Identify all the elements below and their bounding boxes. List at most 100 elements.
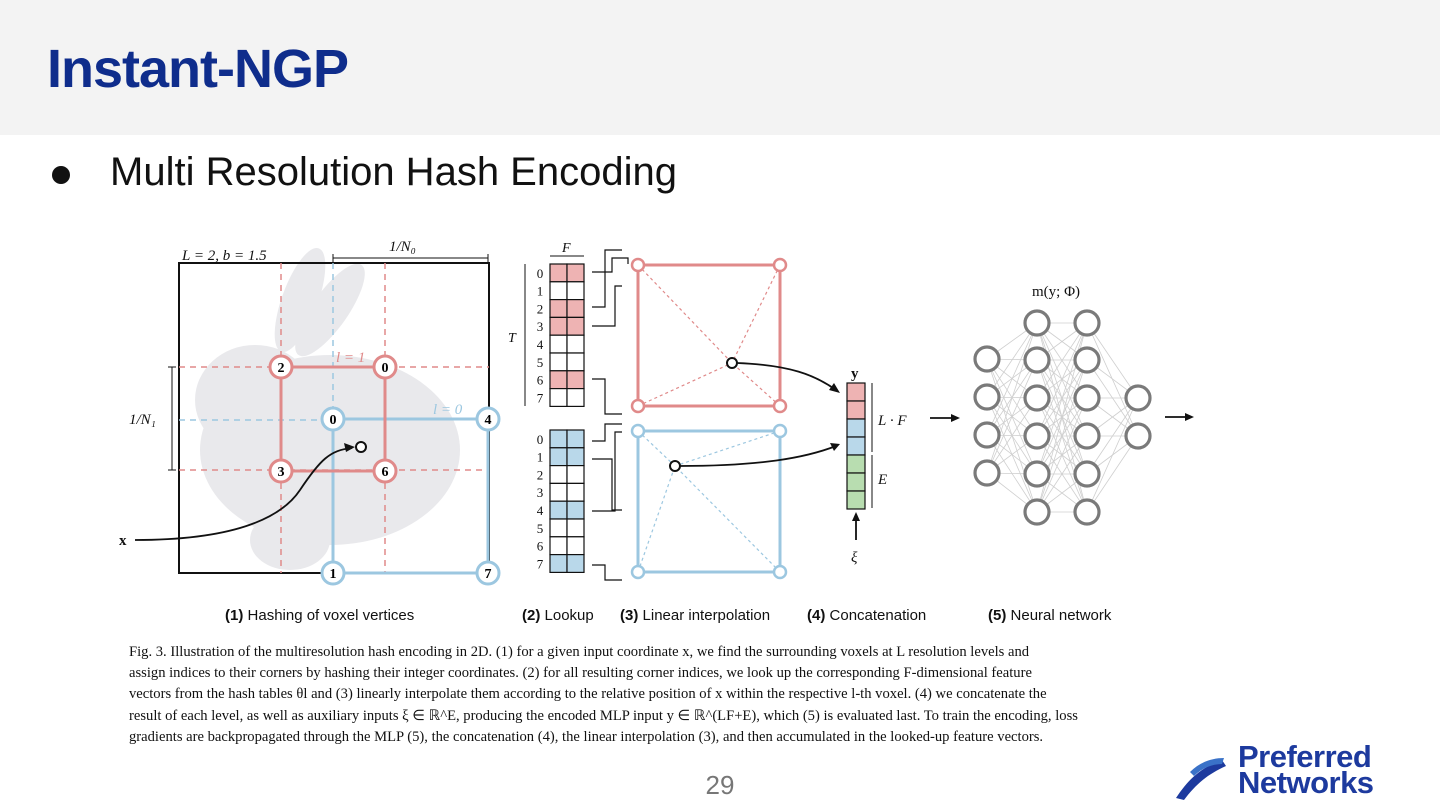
mlp-edge [986,322,1038,436]
mlp-nodes [973,309,1152,526]
red-interp-point [726,357,738,369]
blue-voxel [331,417,490,575]
stage-label-2: (2) Lookup [522,607,594,624]
mlp-neuron [1073,498,1101,526]
mlp-edge [1036,322,1088,399]
blue-corner-label: 0 [330,413,337,428]
blue-corner-label: 4 [485,413,492,428]
mlp-neuron [1023,309,1051,337]
blue-table-cell [549,482,568,502]
red-table-index: 5 [537,355,544,370]
red-table-index: 3 [537,319,544,334]
concat-cell [846,490,866,510]
red-table-cell [566,370,585,390]
mlp-edge [986,359,1038,474]
red-table-cell [549,316,568,336]
slide-title: Instant-NGP [47,39,349,99]
xi-label: ξ [851,550,858,566]
red-corner-label: 6 [382,465,389,480]
red-table-cell [566,334,585,354]
blue-table-index: 1 [537,450,544,465]
red-corner-label: 3 [278,465,285,480]
mlp-edge [1086,322,1139,437]
concat-cell [846,382,866,402]
caption-line: result of each level, as well as auxilia… [129,707,1078,724]
red-table-cell [566,281,585,301]
t-label: T [508,331,517,346]
concat-cell [846,472,866,492]
blue-corner-circle [320,406,346,432]
concat-cell [846,418,866,438]
f-label: F [561,241,571,256]
red-table-cell [566,388,585,408]
red-table-cell [566,263,585,283]
blue-table-index: 2 [537,467,544,482]
blue-table-cell [566,447,585,467]
blue-table-index: 7 [537,556,544,571]
blue-corner-circle [475,560,501,586]
logo-text: Preferred Networks [1238,741,1374,798]
mlp-edge [986,322,1038,474]
mlp-neuron [1073,346,1101,374]
mlp-neuron [973,459,1001,487]
caption-line: Fig. 3. Illustration of the multiresolut… [129,644,1030,660]
stage-label-5: (5) Neural network [988,607,1112,624]
red-table-index: 4 [537,337,544,352]
stage-labels: (1) Hashing of voxel vertices (2) Lookup… [225,607,1112,624]
arrow-head [344,443,355,452]
blue-table-cell [566,518,585,538]
concat-panel: y L · F E ξ [846,366,960,566]
red-table-cell [549,334,568,354]
mlp-edge [1086,322,1139,399]
mlp-edge [1036,435,1088,513]
mlp-neuron [1073,422,1101,450]
red-table-cell [566,299,585,319]
blue-table-index: 6 [537,539,544,554]
red-table-cell [549,388,568,408]
mlp-neuron [1073,309,1101,337]
red-table-cell [566,352,585,372]
blue-table-cell [566,536,585,556]
blue-table-cell [549,500,568,520]
red-table-cell [549,352,568,372]
mlp-neuron [1023,498,1051,526]
blue-table-cell [566,465,585,485]
level1-label: l = 1 [336,350,365,366]
mlp-edge [986,322,1038,398]
red-table-cell [549,263,568,283]
stage-label-3: (3) Linear interpolation [620,607,770,624]
mlp-edge [986,397,1038,474]
y-label: y [851,366,859,382]
caption-line: gradients are backpropagated through the… [129,728,1044,745]
blue-table-cell [566,553,585,573]
params-label: L = 2, b = 1.5 [181,248,267,264]
input-point [355,441,367,453]
concat-cell [846,454,866,474]
concat-cell [846,436,866,456]
caption-line: vectors from the hash tables θl and (3) … [129,686,1047,703]
red-corner-label: 2 [278,361,285,376]
blue-grid [179,263,334,421]
red-corner-circle [268,354,294,380]
preferred-networks-logo-icon [1176,758,1226,800]
mlp-neuron [1124,384,1152,412]
red-corner-circle [268,458,294,484]
network-label: m(y; Φ) [1032,284,1080,300]
mlp-edges [986,322,1139,513]
mlp-edge [1036,359,1088,513]
e-label: E [877,472,887,488]
interpolation-panel [630,257,840,580]
blue-table-cell [566,429,585,449]
red-table-index: 6 [537,373,544,388]
bullet-dot [52,166,70,184]
red-corners: 2 0 3 6 [268,354,398,484]
blue-corner-circle [320,560,346,586]
slide-header [0,0,1440,135]
blue-table-cell [549,429,568,449]
network-panel: m(y; Φ) [973,284,1194,526]
mlp-edge [1036,322,1088,475]
mlp-neuron [1023,422,1051,450]
